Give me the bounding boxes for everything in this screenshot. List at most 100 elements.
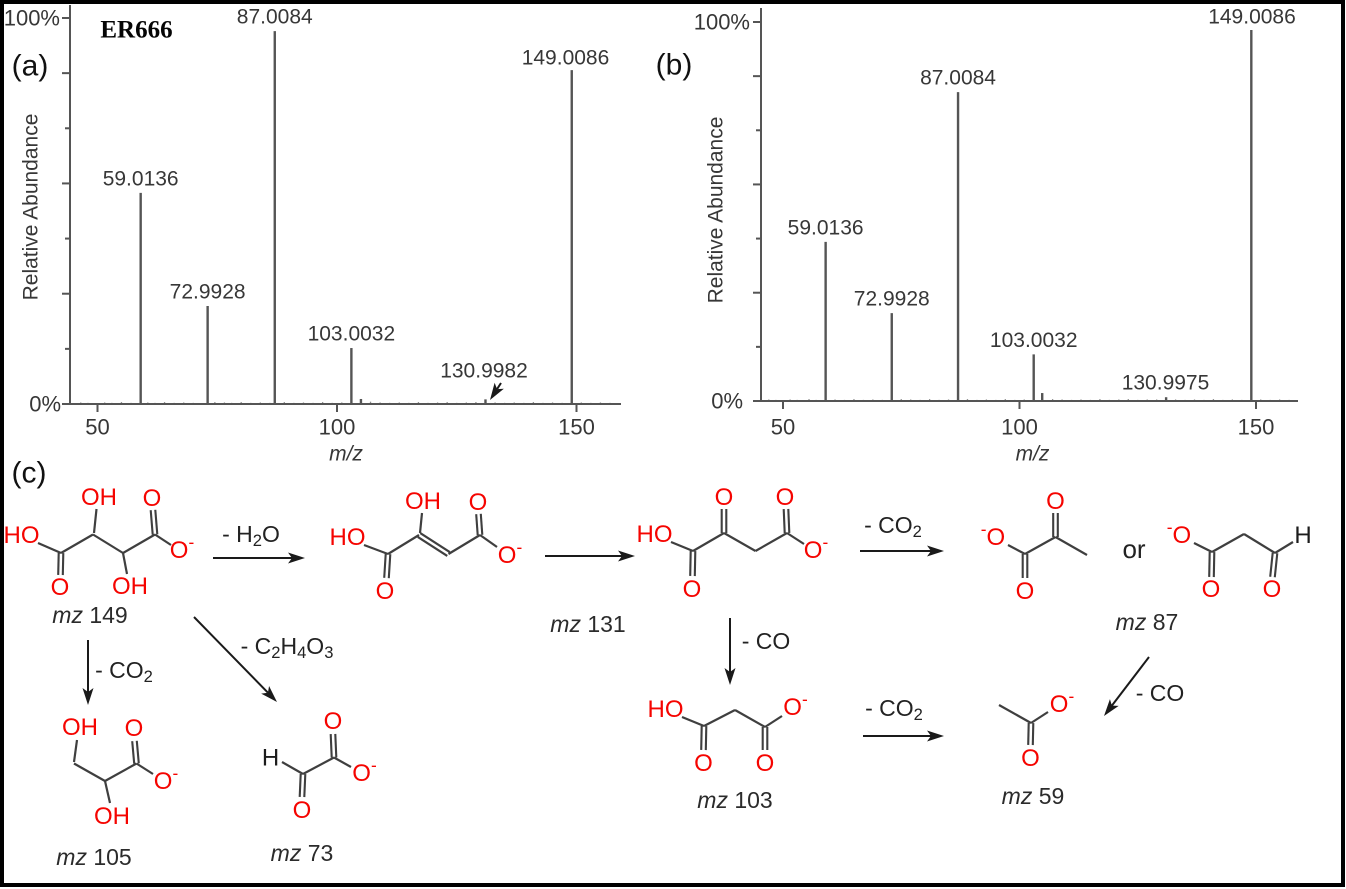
arrow-149-to-73-shaft	[193, 616, 269, 694]
atom-label: HO	[648, 696, 684, 723]
arrow-keto-to-87-label-part: 2	[913, 521, 922, 540]
x-tick-label: 50	[771, 415, 795, 440]
arrow-keto-to-103-label-part: - CO	[742, 628, 791, 654]
arrow-keto-to-103-label: - CO	[742, 628, 791, 654]
bond-double	[417, 536, 448, 557]
peak-label-103: 103.0032	[308, 323, 396, 346]
atom-label-part: O	[324, 708, 343, 735]
atom-label: O	[776, 484, 795, 511]
atom-label-part: O	[987, 524, 1006, 551]
atom-label: -O	[981, 519, 1005, 551]
bond	[135, 762, 154, 775]
arrow-87-to-59-shaft	[1111, 656, 1150, 707]
arrow-149-to-105-label: - CO2	[95, 657, 153, 685]
bond	[302, 756, 335, 775]
arrow-87-to-59-label-part: - CO	[1136, 680, 1185, 706]
atom-label-part: -	[371, 755, 377, 775]
atom-label-part: HO	[330, 524, 366, 551]
atom-label-part: O	[352, 760, 371, 787]
mz-label-glyoxylate-mz73: mz 73	[271, 840, 334, 866]
atom-label: O-	[170, 532, 194, 564]
bond	[754, 532, 788, 552]
peak-label-73: 72.9928	[170, 280, 246, 303]
bond	[764, 715, 783, 728]
spectrum-title: ER666	[100, 17, 172, 44]
bond	[1007, 544, 1026, 555]
x-tick-label: 50	[85, 415, 109, 440]
bond	[121, 552, 129, 575]
arrow-149-to-105-label-part: 2	[144, 666, 153, 685]
arrow-keto-to-87-head	[927, 545, 944, 557]
mz-label-tartrate-mz149-part: mz	[52, 602, 83, 628]
arrow-149-to-73-head	[261, 685, 277, 702]
bond	[281, 761, 304, 775]
atom-label-part: O	[143, 485, 162, 512]
peak-pointer-arrow-head	[490, 382, 504, 400]
arrow-keto-to-103	[724, 618, 736, 685]
arrow-149-to-131-label: - H2O	[222, 521, 280, 549]
bond-double	[704, 726, 708, 751]
bond	[363, 543, 389, 556]
atom-label: O	[756, 750, 775, 777]
peak-label-59: 59.0136	[788, 216, 864, 239]
bond	[122, 533, 156, 554]
arrow-103-to-59-label-part: 2	[914, 704, 923, 723]
atom-label-part: O	[469, 489, 488, 516]
peak-pointer-arrow-shaft	[496, 382, 502, 390]
bond	[447, 534, 481, 555]
atom-label: O	[143, 485, 162, 512]
atom-label: HO	[637, 521, 673, 548]
bond	[72, 739, 79, 763]
atom-label: O-	[783, 689, 807, 721]
atom-label-part: -	[802, 689, 808, 709]
bond	[1024, 536, 1057, 555]
peak-label-131: 130.9975	[1122, 372, 1210, 395]
atom-label: OH	[94, 803, 130, 830]
atom-label-part: -	[981, 519, 987, 539]
x-tick-label: 150	[1238, 415, 1275, 440]
arrow-keto-to-87-label-part: - CO	[864, 512, 913, 538]
atom-label-part: O	[1263, 576, 1282, 603]
arrow-149-to-73-label-part: 4	[297, 642, 306, 661]
bond-double	[1208, 551, 1211, 577]
atom-label: O-	[1050, 686, 1074, 718]
atom-label: OH	[112, 573, 148, 600]
bond-double	[298, 773, 302, 797]
bond	[73, 762, 106, 782]
mz-label-acetate-mz59-part: 59	[1032, 783, 1064, 809]
bond-double	[1273, 553, 1279, 578]
bond-double	[149, 510, 154, 535]
atom-label-part: O	[1173, 522, 1192, 549]
arrow-149-to-73-label-part: H	[280, 633, 297, 659]
arrow-87-to-59-label: - CO	[1136, 680, 1185, 706]
y-tick-label-100: 100%	[4, 6, 60, 31]
atom-label-part: O	[125, 715, 144, 742]
atom-label: OH	[405, 488, 441, 515]
bond	[37, 541, 62, 555]
mz-label-hydroxyfumarate-mz131-part: mz	[550, 611, 581, 637]
mz-label-acetate-mz59-part: mz	[1002, 783, 1033, 809]
bond	[154, 533, 172, 546]
atom-label: O	[51, 574, 70, 601]
bond	[670, 540, 694, 553]
mz-label-hydroxyfumarate-mz131: mz 131	[550, 611, 625, 637]
mz-label-glyoxylate-mz73-part: mz	[271, 840, 302, 866]
atom-label-part: -	[188, 532, 194, 552]
atom-label: O	[324, 708, 343, 735]
atom-label: O	[469, 489, 488, 516]
peak-label-131: 130.9982	[440, 360, 528, 383]
arrow-103-to-59-label-part: - CO	[865, 695, 914, 721]
atom-label-part: O	[498, 542, 517, 569]
atom-label-part: HO	[4, 522, 40, 549]
bond	[387, 534, 420, 555]
atom-label-part: O	[1021, 745, 1040, 772]
atom-label-part: O	[293, 797, 312, 824]
